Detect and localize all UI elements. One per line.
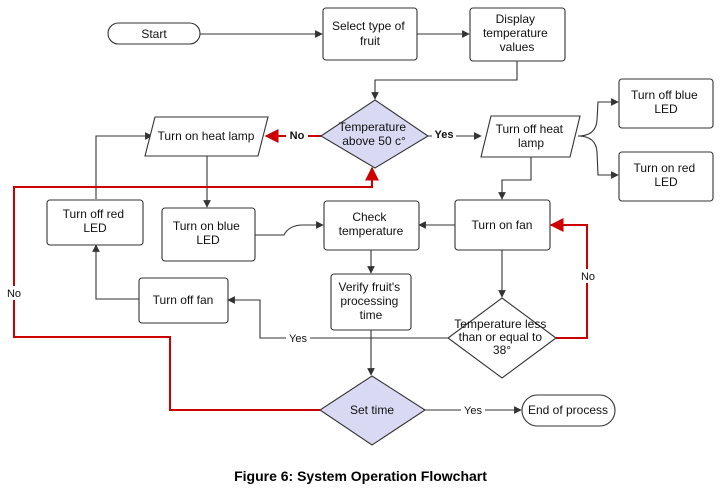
edge-blueon-to-check [255,221,324,236]
svg-text:Turn off red LED: Turn off red LED [63,207,128,235]
display-temp-node: Display temperature values [469,7,566,62]
decision-38-line-2: than or equal to [459,330,543,344]
blue-led-off-node: Turn off blue LED [618,78,714,129]
heat-lamp-off-line-2: lamp [518,136,544,150]
red-led-off-node: Turn off red LED [46,199,144,246]
verify-time-line-2: processing [340,294,398,308]
display-temp-line-1: Display [496,12,535,26]
svg-text:Display temperature: Display temperature values [483,12,551,54]
blue-led-off-line-2: LED [654,102,678,116]
svg-text:Turn off blue LED: Turn off blue LED [631,88,701,116]
set-time-node: Set time [319,375,427,446]
red-led-on-line-1: Turn on red [634,161,696,175]
decision-50-line-2: above 50 c° [342,134,406,148]
start-label: Start [141,27,167,41]
edge-heatoff-to-blueoff [577,98,619,137]
check-temp-line-2: temperature [339,224,404,238]
edge-redoff-to-heaton [95,132,153,199]
blue-led-on-line-2: LED [196,233,220,247]
select-fruit-line-1: Select type of [332,19,405,33]
edge-heatoff-to-fanon [498,157,532,200]
edge-decision38-yes [227,296,448,339]
select-fruit-line-2: fruit [360,34,381,48]
figure-caption: Figure 6: System Operation Flowchart [234,468,487,484]
red-led-off-line-2: LED [83,221,107,235]
end-node: End of process [521,394,616,427]
end-label: End of process [528,403,608,417]
edge-fanoff-to-redoff [92,244,139,300]
svg-text:Turn on red LED: Turn on red LED [634,161,699,189]
fan-off-label: Turn off fan [153,293,214,307]
edge-display-to-decision50 [371,61,518,100]
edge-label-yes-set-time: Yes [464,405,482,417]
select-fruit-node: Select type of fruit [322,7,418,61]
display-temp-line-3: values [500,40,535,54]
red-led-on-node: Turn on red LED [618,151,714,202]
verify-time-node: Verify fruit's processing time [330,273,412,331]
edge-label-no-50: No [290,130,305,142]
red-led-off-line-1: Turn off red [63,207,124,221]
edge-settime-no [13,166,379,411]
check-temp-node: Check temperature [323,200,420,251]
decision-38-node: Temperature less than or equal to 38° [447,297,557,379]
check-temp-line-1: Check [352,210,387,224]
svg-text:Check temperature: Check temperature [339,210,404,238]
set-time-label: Set time [350,403,394,417]
fan-off-node: Turn off fan [138,277,229,324]
edge-label-no-38: No [581,271,595,283]
heat-lamp-on-node: Turn on heat lamp [144,116,269,157]
decision-38-line-3: 38° [493,343,511,357]
edge-label-no-set-time: No [7,288,21,300]
decision-50-line-1: Temperature [339,120,407,134]
blue-led-on-node: Turn on blue LED [161,207,256,262]
decision-38-line-1: Temperature less [454,317,546,331]
heat-lamp-off-node: Turn off heat lamp [480,115,581,158]
fan-on-node: Turn on fan [454,199,551,251]
decision-above-50-node: Temperature above 50 c° [319,99,430,169]
start-node: Start [107,22,201,45]
svg-text:Verify fruit's processin: Verify fruit's processing time [339,280,404,322]
red-led-on-line-2: LED [654,175,678,189]
svg-text:Select type of fruit: Select type of fruit [332,19,408,48]
edge-label-yes-38: Yes [289,333,307,345]
edge-heatoff-to-redon [577,135,619,179]
blue-led-on-line-1: Turn on blue [173,219,240,233]
blue-led-off-line-1: Turn off blue [631,88,698,102]
svg-text:Temperature above 50 c°: Temperature above 50 c° [339,120,410,148]
edge-label-yes-50: Yes [435,129,454,141]
svg-text:Turn off heat lamp: Turn off heat lamp [496,122,567,150]
verify-time-line-1: Verify fruit's [339,280,401,294]
verify-time-line-3: time [360,308,383,322]
heat-lamp-off-line-1: Turn off heat [496,122,564,136]
display-temp-line-2: temperature [483,26,548,40]
fan-on-label: Turn on fan [472,218,533,232]
svg-text:Turn on blue LED: Turn on blue LED [173,219,243,247]
svg-text:Temperature less than or: Temperature less than or equal to 38° [454,317,549,357]
heat-lamp-on-label: Turn on heat lamp [158,129,255,143]
